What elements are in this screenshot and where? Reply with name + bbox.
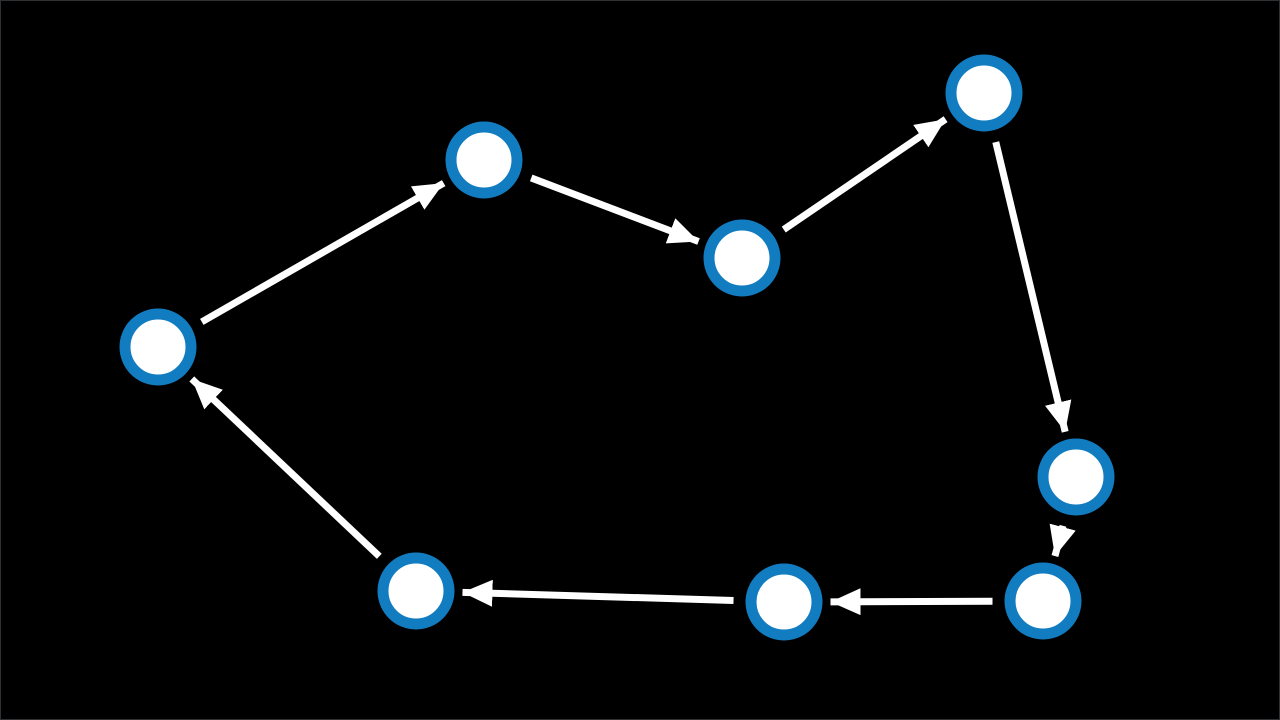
graph-edge-node-bottom-left-to-node-left	[189, 376, 382, 559]
node-bottom-middle	[745, 563, 823, 641]
node-top-middle	[703, 219, 781, 297]
node-bottom-left	[377, 552, 455, 630]
node-left	[119, 308, 197, 386]
graph-edge-node-top-middle-to-node-top-right	[781, 116, 948, 233]
graph-edge-node-upper-left-to-node-top-middle	[529, 174, 700, 245]
graph-edge-node-bottom-right-to-node-bottom-middle	[830, 588, 993, 616]
graph-edge-node-top-right-to-node-right	[992, 141, 1072, 433]
node-top-right	[945, 54, 1023, 132]
node-bottom-right	[1004, 562, 1082, 640]
node-right	[1037, 438, 1115, 516]
graph-edge-node-bottom-middle-to-node-bottom-left	[462, 579, 734, 607]
graph-edge-node-right-to-node-bottom-right	[1049, 523, 1076, 557]
graph-edge-node-left-to-node-upper-left	[200, 180, 446, 325]
node-upper-left	[445, 121, 523, 199]
